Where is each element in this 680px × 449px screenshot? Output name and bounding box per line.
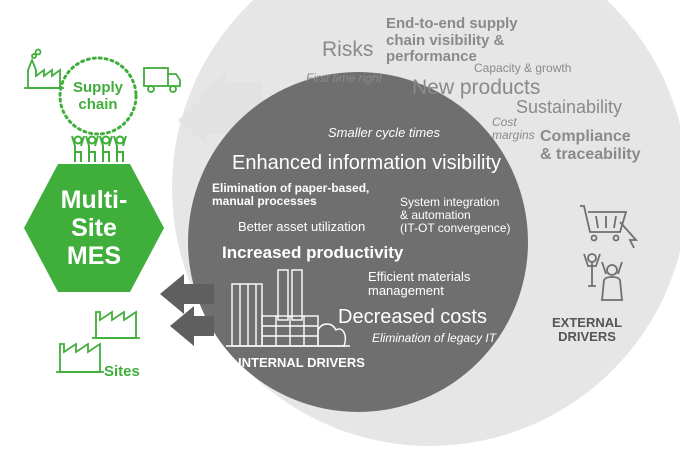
compliance-label: Compliance & traceability (540, 128, 641, 163)
capacity-label: Capacity & growth (474, 61, 572, 75)
building-icon (226, 269, 350, 347)
internal-drivers-circle (188, 72, 528, 412)
enhanced-visibility-label: Enhanced information visibility (232, 152, 502, 174)
truck-icon (143, 67, 181, 93)
mes-hexagon (24, 164, 164, 292)
cost-margins-label: Cost margins (492, 115, 535, 143)
first-time-right-label: First time right (306, 71, 383, 85)
external-drivers-caption: EXTERNAL DRIVERS (552, 315, 623, 345)
internal-arrows (160, 274, 214, 346)
asset-utilization-label: Better asset utilization (238, 219, 366, 234)
sites-factory-icon (56, 310, 140, 373)
system-integration-label: System integration & automation (IT-OT c… (400, 195, 511, 236)
new-products-label: New products (412, 76, 541, 99)
sustainability-label: Sustainability (516, 97, 623, 117)
decreased-costs-label: Decreased costs (338, 306, 487, 328)
materials-label: Efficient materials management (368, 269, 471, 299)
supply-chain-label: Supply chain (72, 79, 123, 113)
supply-chain-circle (58, 56, 138, 136)
productivity-label: Increased productivity (222, 243, 404, 262)
end-to-end-label: End-to-end supply chain visibility & per… (386, 15, 518, 65)
sites-label: Sites (104, 363, 140, 380)
legacy-it-label: Elimination of legacy IT (372, 331, 497, 345)
internal-drivers-caption: INTERNAL DRIVERS (238, 355, 365, 370)
mes-label: Multi- Site MES (60, 186, 128, 270)
risks-label: Risks (322, 38, 374, 61)
cart-icon (580, 205, 639, 301)
mes-hexagon-label-box: Multi- Site MES (28, 162, 160, 294)
people-icon (71, 135, 127, 162)
smaller-cycle-label: Smaller cycle times (328, 125, 440, 140)
factory-icon (24, 48, 64, 89)
paper-elimination-label: Elimination of paper-based, manual proce… (212, 181, 370, 209)
